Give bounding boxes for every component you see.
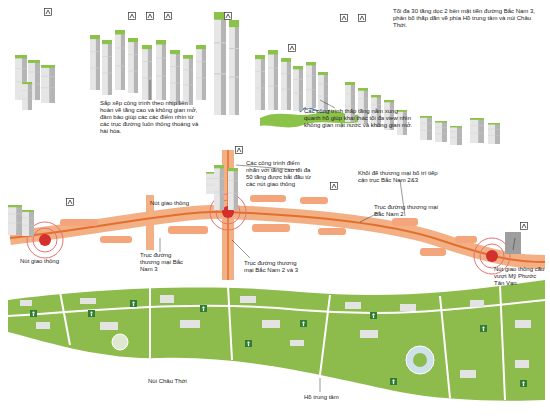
annotation-text: Trục đường thương mại Bắc Nam 2 — [374, 204, 444, 218]
annotation-text: Nút giao thông cầu vượt Mỹ Phước Tân Vạn — [494, 266, 548, 287]
annotation-text: Sắp xếp công trình theo nhịp liên hoàn v… — [100, 100, 200, 135]
annotation-text: Tối đa 30 tầng dọc 2 bên mặt tiền đường … — [393, 8, 543, 29]
annotation-text: Núi Châu Thới — [148, 378, 208, 385]
annotation-text: Hồ trung tâm — [304, 394, 364, 401]
master-plan — [8, 280, 545, 401]
building-massing — [15, 12, 500, 194]
annotation-text: Trục đường thương mại Bắc Nam 2 và 3 — [244, 260, 302, 274]
annotation-text: Nút giao thông — [20, 258, 70, 265]
annotation-text: Nút giao thông — [150, 200, 200, 207]
annotation-text: Khối đế thương mại bố trí tiếp cận trục … — [358, 170, 442, 184]
amenity-icons — [44, 8, 527, 229]
leader-lines — [150, 80, 515, 392]
road-network — [8, 150, 545, 280]
annotation-text: Trục đường thương mại Bắc Nam 3 — [140, 252, 192, 273]
annotation-text: Các công trình điểm nhấn với tầng cao tố… — [246, 160, 312, 188]
annotation-text: Các công trình thấp tầng nằm xung quanh … — [304, 108, 416, 129]
